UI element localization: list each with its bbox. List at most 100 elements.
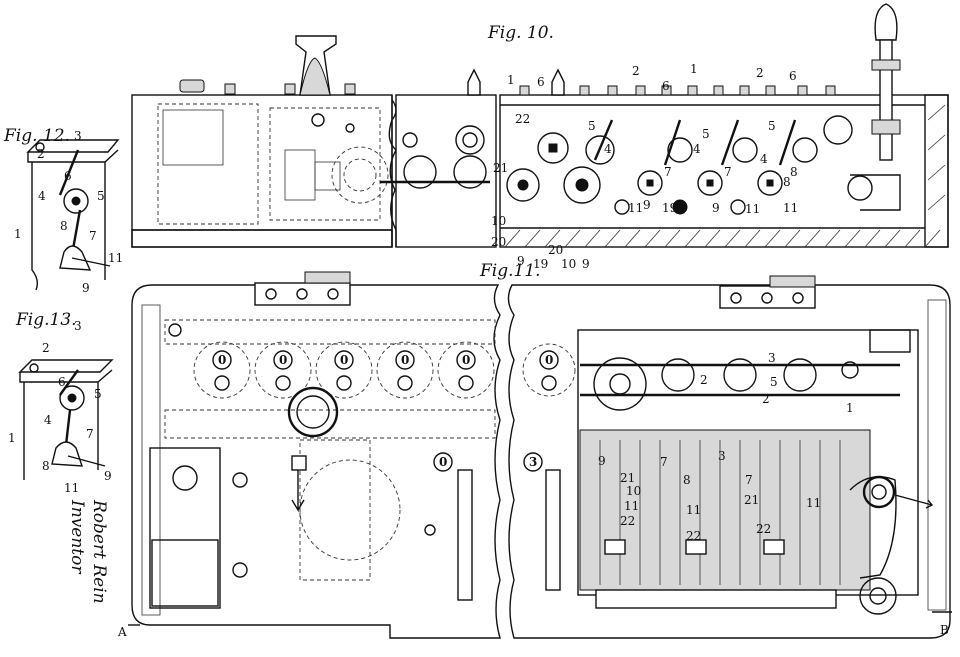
reference-numeral: 5	[768, 119, 776, 133]
reference-numeral: 10	[561, 257, 576, 271]
reference-numeral: 1	[14, 227, 22, 241]
reference-numeral: 1	[8, 431, 16, 445]
reference-numeral: 8	[783, 175, 791, 189]
fig11-right-plate	[507, 284, 951, 639]
fig12-label: Fig. 12.	[3, 126, 70, 146]
reference-numeral: 0	[279, 353, 287, 367]
reference-numeral: 11	[64, 481, 79, 495]
reference-numeral: 11	[628, 201, 643, 215]
reference-numeral: 11	[783, 201, 798, 215]
reference-numeral: 4	[760, 152, 768, 166]
section-mark-a: A	[117, 625, 127, 639]
reference-numeral: 8	[683, 473, 691, 487]
reference-numeral: 2	[37, 147, 45, 161]
reference-numeral: 9	[582, 257, 590, 271]
fig10-drawing: Fig. 10.	[131, 3, 949, 271]
reference-numeral: 5	[588, 119, 596, 133]
reference-numeral: 2	[700, 373, 708, 387]
reference-numeral: 6	[58, 375, 66, 389]
reference-numeral: 6	[64, 169, 72, 183]
reference-numeral: 11	[624, 499, 639, 513]
reference-numeral: 21	[620, 471, 635, 485]
fig10-label: Fig. 10.	[487, 23, 554, 43]
fig11-dials: 0 0 0 0 0 0 0 3	[193, 341, 576, 472]
reference-numeral: 11	[745, 202, 760, 216]
reference-numeral: 1	[846, 401, 854, 415]
reference-numeral: 8	[42, 459, 50, 473]
reference-numeral: 0	[545, 353, 553, 367]
reference-numeral: 21	[744, 493, 759, 507]
fig13-label: Fig.13.	[15, 310, 77, 330]
fig11-label: Fig.11.	[479, 261, 541, 281]
reference-numeral: 19	[662, 201, 677, 215]
reference-numeral: 20	[548, 243, 563, 257]
reference-numeral: 22	[620, 514, 635, 528]
reference-numeral: 5	[97, 189, 105, 203]
reference-numeral: 3	[74, 319, 82, 333]
reference-numeral: 0	[340, 353, 348, 367]
reference-numeral: 7	[724, 165, 732, 179]
reference-numeral: 5	[770, 375, 778, 389]
reference-numeral: 2	[756, 66, 764, 80]
fig11-numerals: 3 5 2 2 1 7 9 10 21 11 22 8 11 7 21 11 2…	[598, 351, 854, 543]
reference-numeral: 4	[693, 142, 701, 156]
reference-numeral: 9	[517, 254, 525, 268]
fig13-drawing: Fig.13. 3 2 6 5 4 7 1 8 11 9	[8, 310, 114, 495]
reference-numeral: 11	[806, 496, 821, 510]
fig10-left-housing	[131, 94, 393, 248]
reference-numeral: 7	[745, 473, 753, 487]
reference-numeral: 1	[690, 62, 698, 76]
reference-numeral: 3	[718, 449, 726, 463]
reference-numeral: 3	[74, 129, 82, 143]
reference-numeral: 4	[604, 142, 612, 156]
reference-numeral: 4	[44, 413, 52, 427]
reference-numeral: 2	[762, 392, 770, 406]
reference-numeral: 5	[94, 387, 102, 401]
reference-numeral: 6	[537, 75, 545, 89]
reference-numeral: 3	[768, 351, 776, 365]
reference-numeral: 10	[491, 214, 506, 228]
reference-numeral: 21	[493, 161, 508, 175]
reference-numeral: 5	[702, 127, 710, 141]
reference-numeral: 9	[82, 281, 90, 295]
reference-numeral: 7	[664, 165, 672, 179]
reference-numeral: 10	[626, 484, 641, 498]
reference-numeral: 0	[439, 455, 447, 469]
reference-numeral: 8	[60, 219, 68, 233]
fig11-drawing: Fig.11. 0 0 0 0 0	[117, 261, 952, 639]
reference-numeral: 19	[533, 257, 548, 271]
fig10-gears	[506, 119, 818, 215]
reference-numeral: 9	[643, 198, 651, 212]
reference-numeral: 6	[662, 79, 670, 93]
reference-numeral: 0	[401, 353, 409, 367]
fig11-left-plate	[131, 284, 501, 639]
reference-numeral: 11	[108, 251, 123, 265]
reference-numeral: 9	[712, 201, 720, 215]
reference-numeral: 20	[491, 235, 506, 249]
section-mark-b: B	[940, 623, 949, 637]
reference-numeral: 22	[515, 112, 530, 126]
reference-numeral: 0	[218, 353, 226, 367]
fig12-drawing: Fig. 12. 3 2 6 4 5 1 8 7 11 9	[3, 126, 123, 295]
reference-numeral: 11	[686, 503, 701, 517]
reference-numeral: 2	[42, 341, 50, 355]
reference-numeral: 9	[104, 469, 112, 483]
reference-numeral: 22	[756, 522, 771, 536]
reference-numeral: 3	[529, 455, 537, 469]
inventor-title: Inventor	[67, 499, 87, 574]
reference-numeral: 22	[686, 529, 701, 543]
inventor-signature: Inventor Robert Rein	[67, 499, 109, 604]
reference-numeral: 9	[598, 454, 606, 468]
fig10-numerals: 1 6 2 1 2 6 22 5 6 5 5 4 4 4 21 7 7 8 9 …	[491, 62, 798, 271]
reference-numeral: 0	[462, 353, 470, 367]
reference-numeral: 8	[790, 165, 798, 179]
reference-numeral: 6	[789, 69, 797, 83]
reference-numeral: 7	[660, 455, 668, 469]
reference-numeral: 4	[38, 189, 46, 203]
reference-numeral: 7	[86, 427, 94, 441]
reference-numeral: 2	[632, 64, 640, 78]
reference-numeral: 7	[89, 229, 97, 243]
inventor-name: Robert Rein	[89, 499, 109, 604]
reference-numeral: 1	[507, 73, 515, 87]
